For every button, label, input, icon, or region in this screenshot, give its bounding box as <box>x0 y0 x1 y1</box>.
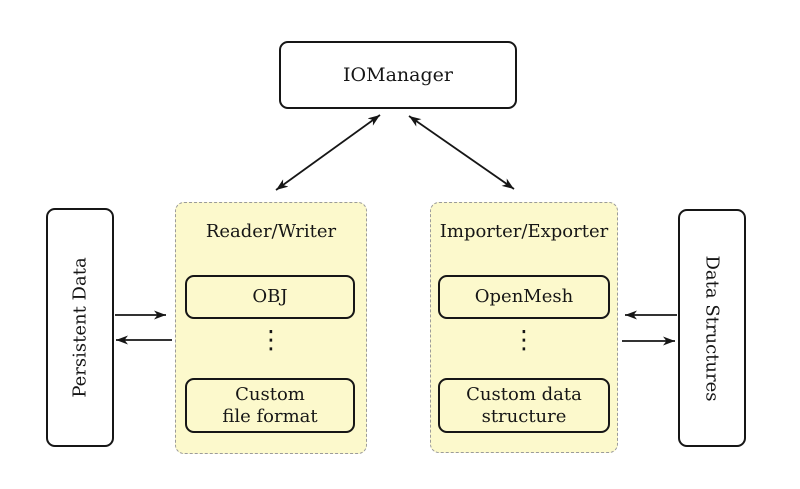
custom-data-structure-node: Custom data structure <box>438 378 610 433</box>
reader-writer-title: Reader/Writer <box>205 221 337 242</box>
vertical-ellipsis-icon: ⋮ <box>258 325 284 354</box>
custom-data-structure-line1: Custom data <box>466 383 582 405</box>
arrow-iomanager-importer-exporter <box>408 115 515 190</box>
custom-file-format-line1: Custom <box>235 383 305 405</box>
importer-exporter-group: Importer/Exporter OpenMesh ⋮ Custom data… <box>430 202 618 453</box>
custom-file-format-node: Custom file format <box>185 378 355 433</box>
obj-label: OBJ <box>252 286 288 308</box>
vertical-ellipsis-icon: ⋮ <box>511 325 537 354</box>
custom-data-structure-line2: structure <box>481 405 567 427</box>
data-structures-node: Data Structures <box>678 209 746 447</box>
persistent-data-label: Persistent Data <box>69 257 91 398</box>
obj-node: OBJ <box>185 275 355 319</box>
importer-exporter-title: Importer/Exporter <box>439 221 609 242</box>
persistent-data-node: Persistent Data <box>46 208 114 447</box>
openmesh-node: OpenMesh <box>438 275 610 319</box>
iomanager-label: IOManager <box>343 64 453 86</box>
iomanager-node: IOManager <box>279 41 517 109</box>
data-structures-label: Data Structures <box>701 254 723 402</box>
reader-writer-group: Reader/Writer OBJ ⋮ Custom file format <box>175 202 367 454</box>
openmesh-label: OpenMesh <box>474 286 574 308</box>
custom-file-format-line2: file format <box>222 405 318 427</box>
arrow-iomanager-reader-writer <box>275 114 381 191</box>
